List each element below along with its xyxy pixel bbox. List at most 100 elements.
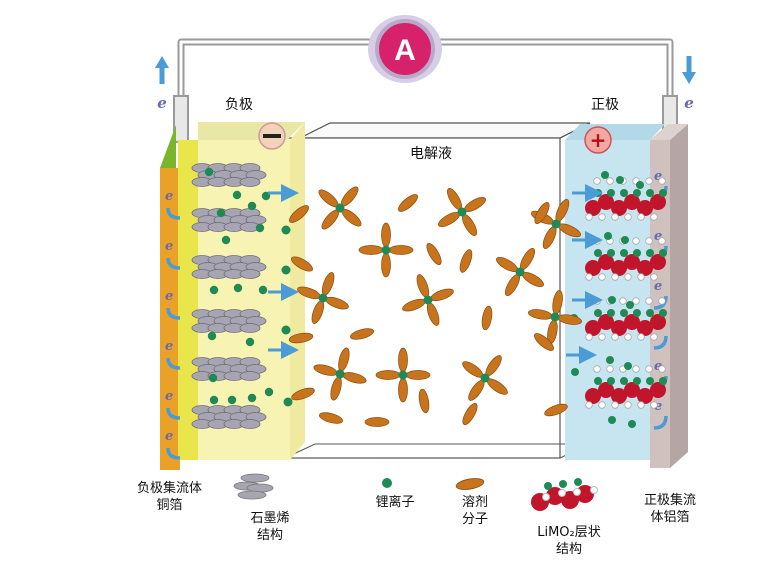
oxygen-atom: [606, 177, 614, 185]
li-ion: [208, 373, 218, 383]
oxide-atom: [611, 260, 627, 276]
li-ion: [628, 420, 636, 428]
graphite-sheet: [239, 371, 261, 381]
graphite-sheet: [239, 323, 261, 333]
oxygen-atom: [598, 213, 606, 221]
oxide-atom: [585, 320, 601, 336]
solvent-molecule: [544, 403, 568, 417]
legend-cathode-collector-label: 正极集流体铝箔: [643, 493, 696, 525]
li-ion: [281, 225, 291, 235]
oxygen-atom: [650, 273, 658, 281]
li-ion: [608, 416, 616, 424]
li-ion: [335, 203, 345, 213]
li-ion: [606, 356, 614, 364]
oxygen-atom: [637, 213, 645, 221]
oxygen-atom: [624, 213, 632, 221]
li-ion: [207, 331, 217, 341]
li-ion: [594, 249, 602, 257]
li-ion: [620, 249, 628, 257]
legend-solvent-label: 溶剂分子: [461, 495, 488, 527]
electrolyte-title: 电解液: [410, 146, 452, 162]
solvent-molecule: [398, 377, 408, 403]
oxygen-atom: [611, 213, 619, 221]
li-ion: [209, 395, 219, 405]
li-ion: [247, 393, 257, 403]
electron-label: e: [165, 289, 173, 304]
oxygen-atom: [624, 273, 632, 281]
legend-li-ion-glyph: [382, 478, 392, 488]
limo2-lattice: [570, 171, 667, 428]
oxide-atom: [624, 314, 640, 330]
oxygen-atom: [611, 333, 619, 341]
electron-flow-left: e: [155, 56, 169, 112]
oxygen-atom: [585, 273, 593, 281]
oxide-atom: [650, 382, 666, 398]
anode-copper-foil: [160, 125, 198, 470]
oxide-atom: [598, 254, 614, 270]
solvent-molecule: [288, 332, 314, 344]
solvent-molecule: [405, 370, 431, 380]
li-ion: [633, 377, 641, 385]
li-ion: [659, 189, 667, 197]
li-ion: [335, 369, 345, 379]
oxide-atom: [611, 200, 627, 216]
oxygen-atom: [611, 401, 619, 409]
li-ion: [659, 249, 667, 257]
svg-text:e: e: [157, 94, 167, 112]
oxygen-atom: [658, 365, 666, 373]
li-ion: [258, 285, 268, 295]
legend-li-ion-label: 锂离子: [375, 495, 415, 510]
cathode-sign: +: [584, 126, 612, 154]
graphite-layers: [191, 163, 274, 429]
oxygen-atom: [593, 297, 601, 305]
electron-arrow: [166, 257, 181, 270]
li-ion: [620, 309, 628, 317]
electron-label: e: [165, 389, 173, 404]
graphite-sheet: [239, 269, 261, 279]
oxide-atom: [637, 320, 653, 336]
li-ion: [233, 283, 243, 293]
oxygen-atom: [598, 401, 606, 409]
electron-label: e: [654, 279, 662, 294]
li-ion: [604, 232, 612, 240]
li-ion: [601, 171, 609, 179]
anode-title: 负极: [225, 97, 253, 113]
li-ion: [245, 337, 255, 347]
electron-arrow: [653, 295, 668, 310]
solvent-molecule: [398, 194, 418, 212]
oxygen-atom: [598, 273, 606, 281]
electron-arrow: [166, 447, 181, 460]
legend-limo2-label: LiMO₂层状结构: [537, 525, 601, 557]
solvent-molecules: [281, 186, 582, 427]
solvent-molecule: [375, 370, 401, 380]
li-ion: [221, 235, 231, 245]
li-ion: [423, 295, 433, 305]
li-ion: [594, 189, 602, 197]
li-ion: [646, 189, 654, 197]
li-ion: [659, 309, 667, 317]
oxygen-atom: [624, 333, 632, 341]
solvent-molecule: [459, 249, 473, 273]
oxygen-atom: [593, 237, 601, 245]
li-ion: [636, 181, 644, 189]
li-ion: [204, 167, 214, 177]
oxygen-atom: [658, 177, 666, 185]
oxygen-atom: [632, 365, 640, 373]
electron-label: e: [654, 229, 662, 244]
oxygen-atom: [593, 177, 601, 185]
li-ion: [209, 285, 219, 295]
oxide-atom: [624, 254, 640, 270]
solvent-molecule: [381, 222, 391, 248]
li-ion: [247, 201, 257, 211]
li-ion: [608, 296, 616, 304]
li-ion: [457, 207, 467, 217]
oxygen-atom: [650, 333, 658, 341]
oxygen-atom: [624, 401, 632, 409]
solvent-molecule: [350, 328, 374, 340]
svg-text:+: +: [590, 128, 607, 152]
solvent-molecule: [358, 245, 384, 255]
electron-label: e: [165, 189, 173, 204]
li-ion: [607, 377, 615, 385]
oxygen-atom: [619, 297, 627, 305]
